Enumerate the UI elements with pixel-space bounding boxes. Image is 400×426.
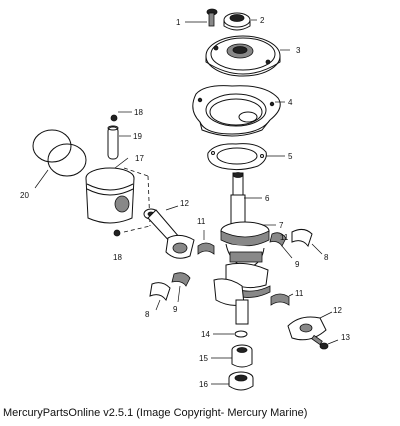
part-15-roller-bearing <box>211 344 253 368</box>
part-6-7-crankshaft <box>213 172 276 325</box>
callout-12-upper: 12 <box>180 199 189 208</box>
callout-7: 7 <box>279 221 284 230</box>
callout-19: 19 <box>133 132 142 141</box>
callout-11-upper: 11 <box>197 217 206 226</box>
part-20-piston-rings <box>32 129 87 189</box>
callout-14: 14 <box>201 330 210 339</box>
callout-18-top: 18 <box>134 108 143 117</box>
part-3-end-cap <box>205 35 290 77</box>
callout-5: 5 <box>288 152 293 161</box>
callout-20: 20 <box>20 191 29 200</box>
part-2-seal <box>223 12 257 31</box>
part-8-race-right <box>291 228 323 255</box>
callout-8-left: 8 <box>145 310 150 319</box>
callout-4: 4 <box>288 98 293 107</box>
callout-13: 13 <box>341 333 350 342</box>
callout-3: 3 <box>296 46 301 55</box>
part-1-screw <box>185 8 218 27</box>
part-18-retainer-top <box>110 111 132 122</box>
callout-8-right: 8 <box>324 253 329 262</box>
part-13-rod-bolt <box>311 334 339 350</box>
part-5-gasket <box>207 143 285 171</box>
part-9-bearing-half-right <box>269 232 293 259</box>
part-9-bearing-half-left <box>171 272 191 303</box>
callout-6: 6 <box>265 194 270 203</box>
callout-18-bottom: 18 <box>113 253 122 262</box>
callout-2: 2 <box>260 16 265 25</box>
callout-9-left: 9 <box>173 305 178 314</box>
part-12-connecting-rod-upper <box>143 205 195 259</box>
callout-12-lower: 12 <box>333 306 342 315</box>
callout-17: 17 <box>135 154 144 163</box>
part-8-race-left <box>149 282 171 311</box>
part-11-needle-bearing-b <box>270 293 294 306</box>
callout-11-right: 11 <box>280 233 289 242</box>
callout-11-lower: 11 <box>295 289 304 298</box>
part-16-lower-seal <box>211 371 254 391</box>
part-12-rod-cap <box>287 311 333 341</box>
part-14-o-ring <box>213 330 248 338</box>
part-4-bearing-housing <box>192 85 285 137</box>
callout-1: 1 <box>176 18 181 27</box>
part-17-piston <box>85 157 151 233</box>
callout-9-right: 9 <box>295 260 300 269</box>
image-caption: MercuryPartsOnline v2.5.1 (Image Copyrig… <box>3 407 308 419</box>
part-19-wrist-pin <box>107 125 131 160</box>
part-11-needle-bearing-a <box>197 230 215 255</box>
callout-15: 15 <box>199 354 208 363</box>
callout-16: 16 <box>199 380 208 389</box>
part-18-retainer-bottom <box>113 229 121 237</box>
